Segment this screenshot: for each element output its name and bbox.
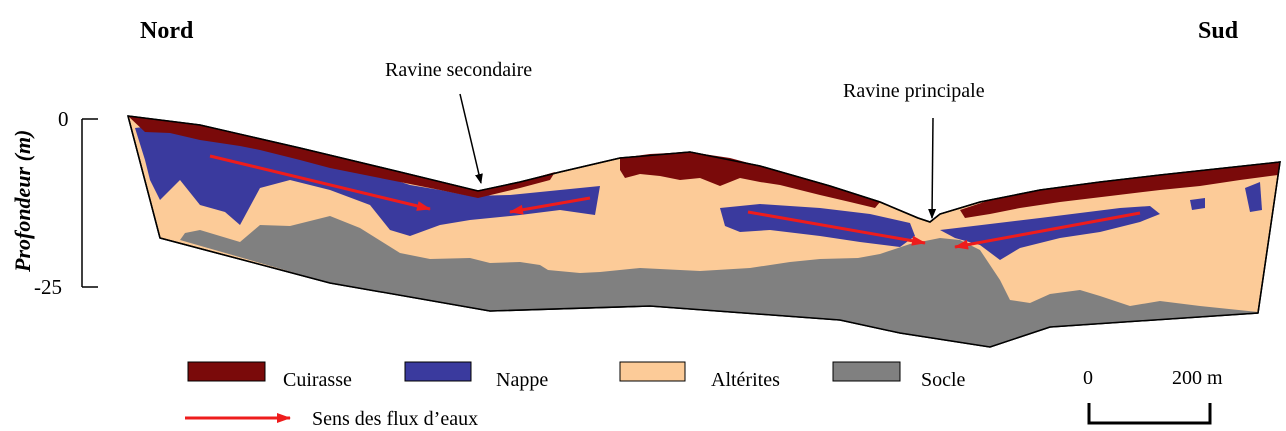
depth-axis-label: Profondeur (m)	[10, 130, 35, 273]
flow-arrow-3	[747, 210, 926, 246]
nappe-layer	[135, 125, 1262, 260]
legend-swatch-socle	[832, 361, 901, 382]
ravine-secondary-label: Ravine secondaire	[385, 59, 532, 81]
south-label: Sud	[1198, 18, 1239, 44]
flow-arrow-2	[509, 196, 591, 215]
ravine-secondary-pointer	[459, 93, 483, 184]
legend: Cuirasse Nappe Altérites Socle Sens des …	[185, 361, 966, 430]
ravine-main-label: Ravine principale	[843, 80, 985, 102]
socle-layer	[180, 216, 1258, 347]
north-label: Nord	[140, 18, 194, 44]
legend-label-alterites: Altérites	[711, 369, 780, 391]
legend-label-cuirasse: Cuirasse	[283, 369, 352, 391]
legend-swatch-nappe	[404, 361, 472, 382]
legend-swatch-alterites	[619, 361, 686, 382]
flow-arrow-1	[209, 154, 431, 211]
socle-outline	[159, 237, 1259, 348]
legend-label-flow: Sens des flux d’eaux	[312, 408, 478, 430]
flow-arrow-4	[954, 211, 1141, 250]
tick-label-top: 0	[58, 107, 69, 131]
legend-label-socle: Socle	[921, 369, 966, 391]
cuirasse-layer	[128, 116, 1280, 218]
scale-label-end: 200 m	[1172, 367, 1223, 389]
flow-arrows	[209, 154, 1141, 250]
legend-label-nappe: Nappe	[496, 369, 548, 391]
tick-label-bottom: -25	[34, 275, 62, 299]
scale-bar: 0 200 m	[1083, 367, 1223, 425]
scale-label-start: 0	[1083, 367, 1093, 389]
ravine-main-pointer	[928, 117, 937, 219]
depth-axis: 0 -25 Profondeur (m)	[10, 107, 98, 299]
legend-swatch-cuirasse	[187, 361, 266, 382]
section-outline	[127, 115, 1281, 314]
